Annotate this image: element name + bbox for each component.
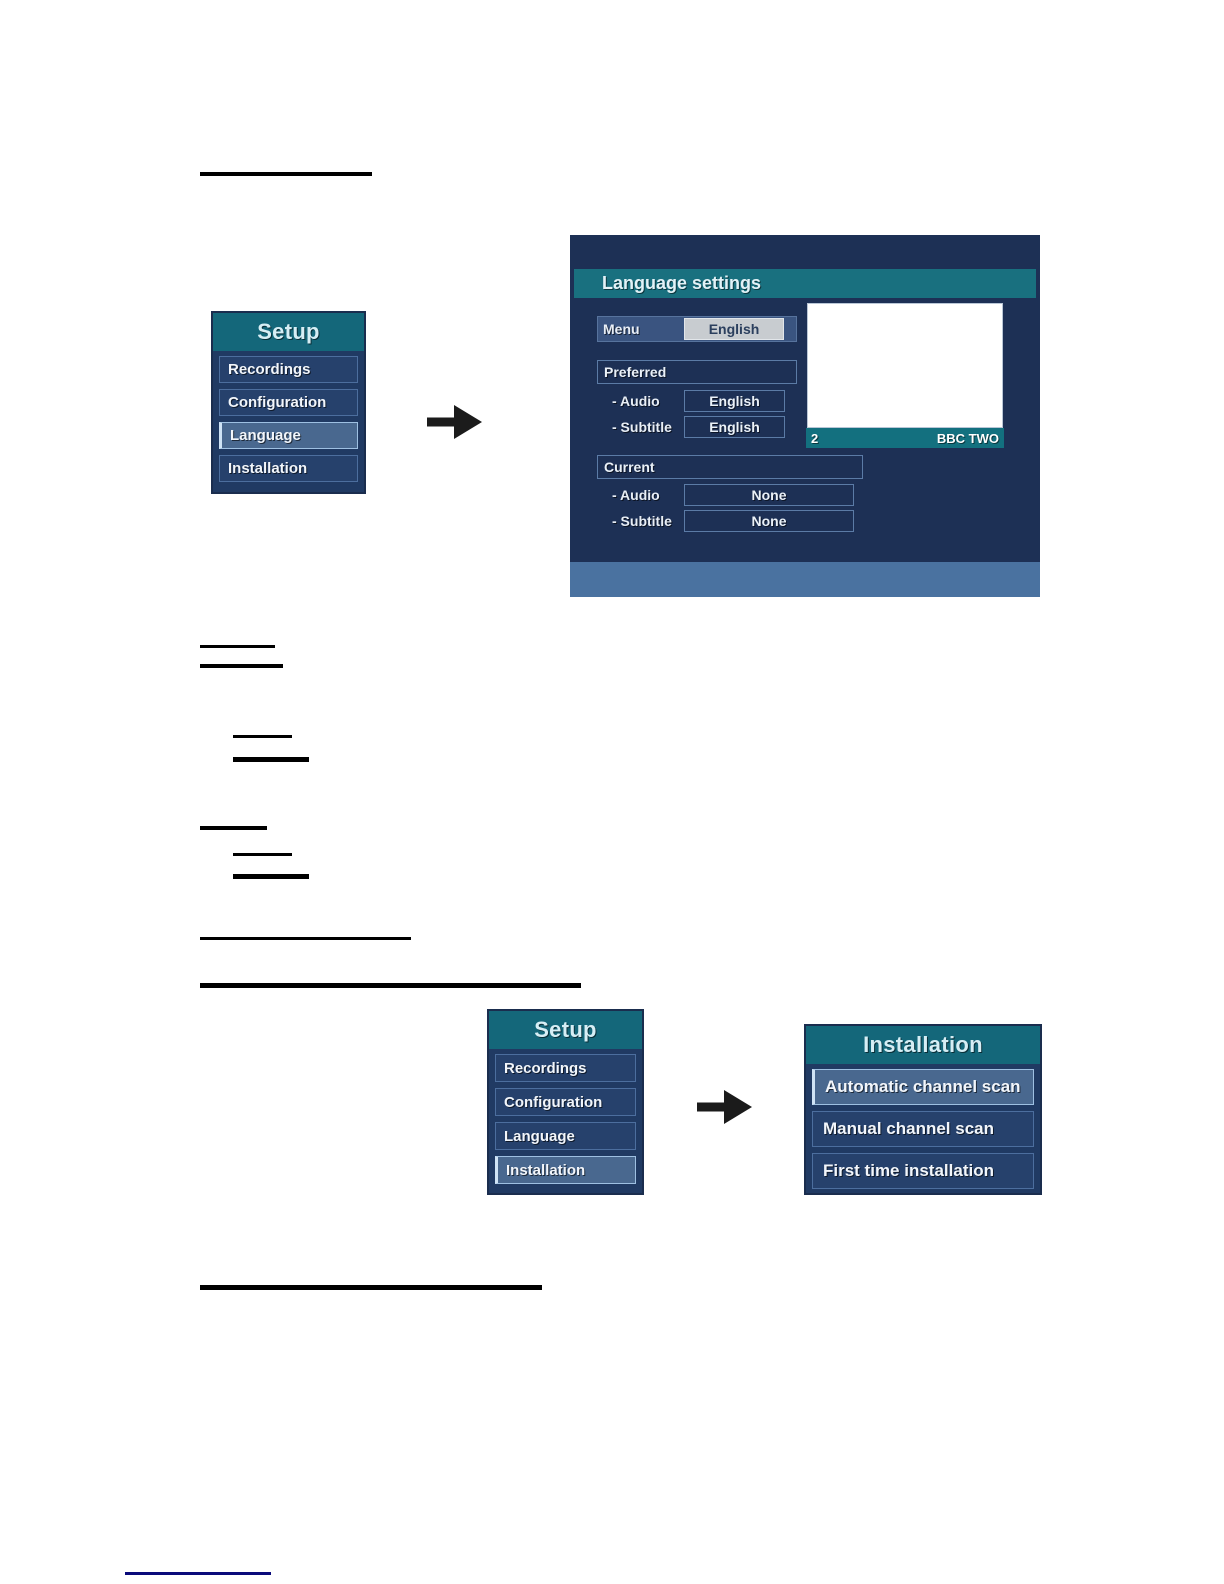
setup-menu-title: Setup bbox=[489, 1011, 642, 1049]
menu-language-label: Menu bbox=[603, 321, 640, 337]
menu-item-automatic-channel-scan[interactable]: Automatic channel scan bbox=[812, 1069, 1034, 1105]
channel-number: 2 bbox=[811, 430, 819, 446]
preferred-section-label: Preferred bbox=[597, 360, 797, 384]
menu-item-language[interactable]: Language bbox=[219, 422, 358, 449]
menu-item-installation[interactable]: Installation bbox=[219, 455, 358, 482]
redacted-rule-10 bbox=[200, 983, 581, 988]
redacted-rule-1 bbox=[200, 172, 372, 176]
channel-info-bar: 2 BBC TWO bbox=[806, 428, 1004, 448]
tv-preview-window bbox=[807, 303, 1003, 428]
osd-bottom-bar bbox=[570, 562, 1040, 597]
flow-arrow-2-icon bbox=[697, 1090, 752, 1124]
menu-item-recordings[interactable]: Recordings bbox=[219, 356, 358, 383]
preferred-subtitle-label: - Subtitle bbox=[612, 419, 672, 435]
preferred-subtitle-value[interactable]: English bbox=[684, 416, 785, 438]
redacted-rule-11 bbox=[200, 1285, 542, 1290]
redacted-rule-7 bbox=[233, 853, 292, 856]
redacted-rule-6 bbox=[200, 826, 267, 830]
redacted-rule-4 bbox=[233, 735, 292, 738]
footer-link-rule[interactable] bbox=[125, 1572, 271, 1575]
current-section-label: Current bbox=[597, 455, 863, 479]
setup-menu-title: Setup bbox=[213, 313, 364, 351]
preferred-audio-label: - Audio bbox=[612, 393, 660, 409]
menu-item-installation[interactable]: Installation bbox=[495, 1156, 636, 1184]
preferred-audio-value[interactable]: English bbox=[684, 390, 785, 412]
current-audio-value[interactable]: None bbox=[684, 484, 854, 506]
language-settings-header-tail bbox=[1006, 269, 1036, 298]
redacted-rule-9 bbox=[200, 937, 411, 940]
arrow-shaft bbox=[427, 417, 456, 427]
arrow-shaft bbox=[697, 1102, 726, 1112]
flow-arrow-1-icon bbox=[427, 405, 482, 439]
redacted-rule-8 bbox=[233, 874, 309, 879]
menu-item-first-time-installation[interactable]: First time installation bbox=[812, 1153, 1034, 1189]
installation-menu-title: Installation bbox=[806, 1026, 1040, 1064]
menu-language-value[interactable]: English bbox=[684, 318, 784, 340]
arrow-head bbox=[454, 405, 482, 439]
current-audio-label: - Audio bbox=[612, 487, 660, 503]
menu-item-recordings[interactable]: Recordings bbox=[495, 1054, 636, 1082]
arrow-head bbox=[724, 1090, 752, 1124]
menu-item-configuration[interactable]: Configuration bbox=[495, 1088, 636, 1116]
redacted-rule-2 bbox=[200, 645, 275, 648]
redacted-rule-5 bbox=[233, 757, 309, 762]
menu-item-manual-channel-scan[interactable]: Manual channel scan bbox=[812, 1111, 1034, 1147]
menu-item-configuration[interactable]: Configuration bbox=[219, 389, 358, 416]
channel-name: BBC TWO bbox=[936, 430, 999, 446]
menu-item-language[interactable]: Language bbox=[495, 1122, 636, 1150]
language-settings-osd[interactable]: Language settings Menu English Preferred… bbox=[570, 235, 1040, 597]
language-settings-header: Language settings bbox=[574, 269, 1006, 298]
current-subtitle-label: - Subtitle bbox=[612, 513, 672, 529]
current-subtitle-value[interactable]: None bbox=[684, 510, 854, 532]
redacted-rule-3 bbox=[200, 664, 283, 668]
